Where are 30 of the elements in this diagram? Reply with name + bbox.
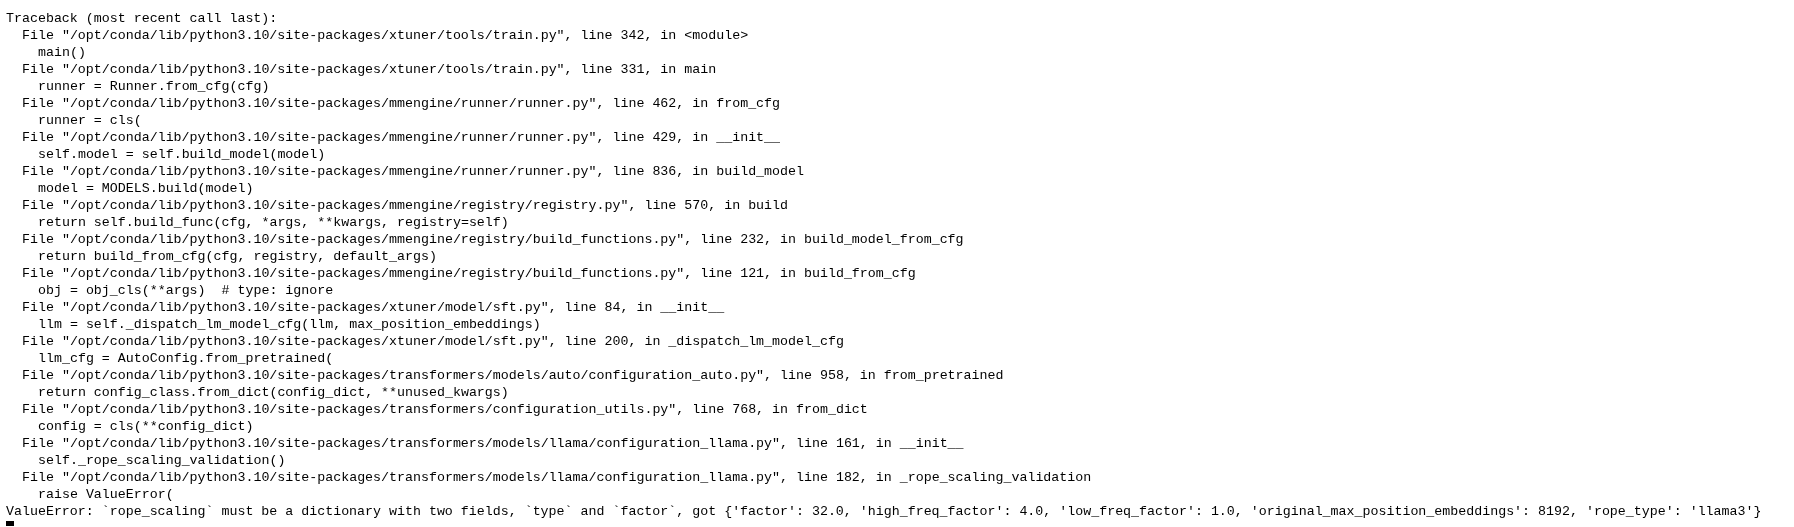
stack-frame-location: File "/opt/conda/lib/python3.10/site-packages/xtuner/tools/train.py", line 331, in main bbox=[22, 61, 717, 78]
source-code-line: return build_from_cfg(cfg, registry, default_args) bbox=[38, 248, 437, 265]
stack-frame-location: File "/opt/conda/lib/python3.10/site-packages/xtuner/tools/train.py", line 342, in <module> bbox=[22, 27, 749, 44]
stack-frame-location: File "/opt/conda/lib/python3.10/site-packages/xtuner/model/sft.py", line 200, in _dispatch_lm_model_cfg bbox=[22, 333, 844, 350]
stack-frame-location: File "/opt/conda/lib/python3.10/site-packages/mmengine/registry/registry.py", line 570, in build bbox=[22, 197, 789, 214]
source-code-line: runner = cls( bbox=[38, 112, 142, 129]
source-code-line: self._rope_scaling_validation() bbox=[38, 452, 286, 469]
stack-frame-location: File "/opt/conda/lib/python3.10/site-packages/mmengine/runner/runner.py", line 836, in build_model bbox=[22, 163, 804, 180]
source-code-line: main() bbox=[38, 44, 86, 61]
source-code-line: return config_class.from_dict(config_dict, **unused_kwargs) bbox=[38, 384, 509, 401]
source-code-line: runner = Runner.from_cfg(cfg) bbox=[38, 78, 270, 95]
source-code-line: llm = self._dispatch_lm_model_cfg(llm, max_position_embeddings) bbox=[38, 316, 541, 333]
stack-frame-location: File "/opt/conda/lib/python3.10/site-packages/mmengine/runner/runner.py", line 429, in __init__ bbox=[22, 129, 781, 146]
traceback-header: Traceback (most recent call last): bbox=[6, 10, 278, 27]
stack-frame-location: File "/opt/conda/lib/python3.10/site-packages/mmengine/runner/runner.py", line 462, in from_cfg bbox=[22, 95, 781, 112]
source-code-line: obj = obj_cls(**args) # type: ignore bbox=[38, 282, 334, 299]
stack-frame-location: File "/opt/conda/lib/python3.10/site-packages/xtuner/model/sft.py", line 84, in __init__ bbox=[22, 299, 725, 316]
source-code-line: raise ValueError( bbox=[38, 486, 174, 503]
stack-frame-location: File "/opt/conda/lib/python3.10/site-packages/transformers/models/llama/configuration_llama.py", line 182, in _rope_scaling_validation bbox=[22, 469, 1092, 486]
stack-frame-location: File "/opt/conda/lib/python3.10/site-packages/transformers/models/auto/configuration_auto.py", line 958, in from_pretrained bbox=[22, 367, 1004, 384]
source-code-line: return self.build_func(cfg, *args, **kwargs, registry=self) bbox=[38, 214, 509, 231]
stack-frame-location: File "/opt/conda/lib/python3.10/site-packages/mmengine/registry/build_functions.py", line 121, in build_from_cfg bbox=[22, 265, 916, 282]
stack-frame-location: File "/opt/conda/lib/python3.10/site-packages/transformers/configuration_utils.py", line 768, in from_dict bbox=[22, 401, 868, 418]
source-code-line: config = cls(**config_dict) bbox=[38, 418, 254, 435]
stack-frame-location: File "/opt/conda/lib/python3.10/site-packages/mmengine/registry/build_functions.py", line 232, in build_model_from_cfg bbox=[22, 231, 964, 248]
source-code-line: self.model = self.build_model(model) bbox=[38, 146, 326, 163]
source-code-line: llm_cfg = AutoConfig.from_pretrained( bbox=[38, 350, 334, 367]
source-code-line: model = MODELS.build(model) bbox=[38, 180, 254, 197]
stack-frame-location: File "/opt/conda/lib/python3.10/site-packages/transformers/models/llama/configuration_llama.py", line 161, in __init__ bbox=[22, 435, 964, 452]
error-message: ValueError: `rope_scaling` must be a dictionary with two fields, `type` and `factor`, got {'factor': 32.0, 'high_freq_factor': 4.0, 'low_freq_factor': 1.0, 'original_max_position_embeddings': 8192, 'rope_type': 'llama3'} bbox=[6, 503, 1762, 520]
